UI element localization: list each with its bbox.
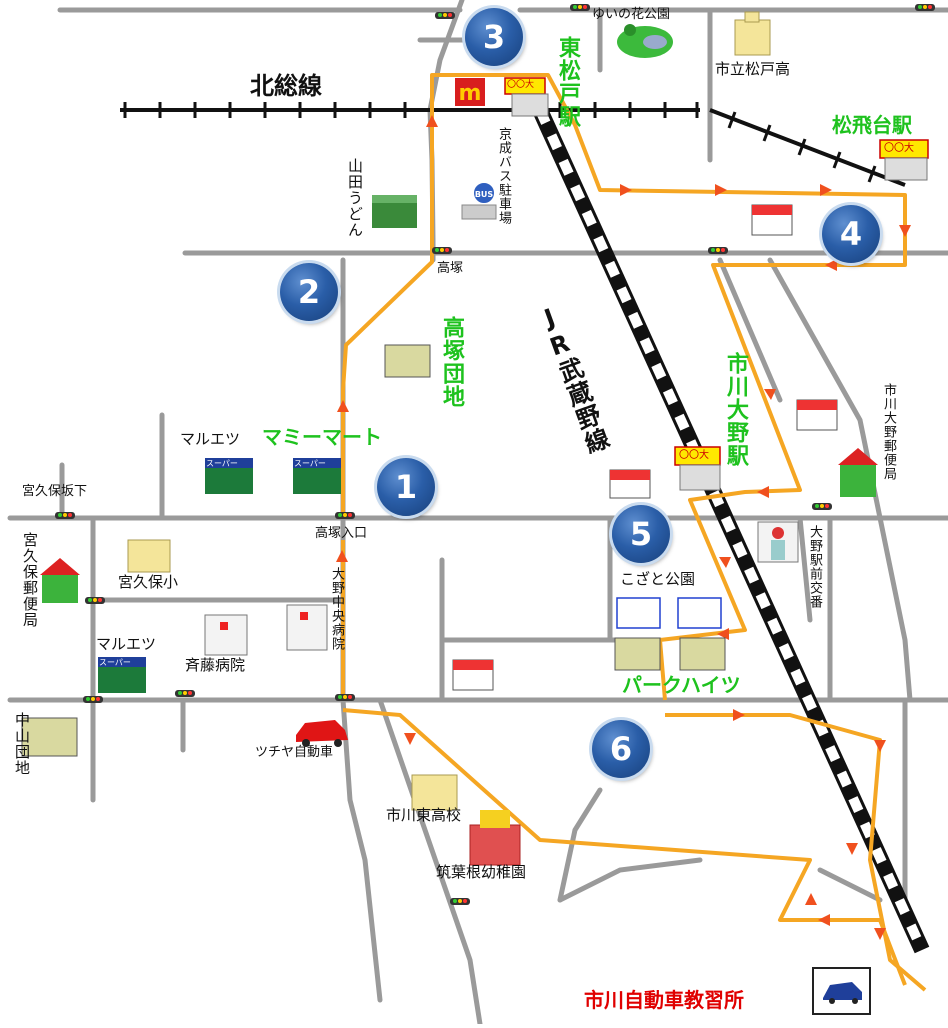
park-plot	[616, 597, 661, 629]
nakayama-danchi-label: 中山団地	[13, 712, 31, 776]
higashi-high-label: 市川東高校	[386, 806, 462, 824]
maruetsu-label: マルエツ	[180, 430, 241, 448]
traffic-light-icon	[450, 898, 470, 905]
super-sign: スーパー	[206, 459, 238, 468]
hokuso-line	[120, 102, 906, 187]
higashi-matsudo-station-label: 東松戸駅	[555, 36, 580, 128]
svg-text:BUS: BUS	[475, 190, 494, 199]
driving-school-car-icon	[812, 967, 871, 1015]
takatsuka-danchi-label: 高塚団地	[439, 316, 464, 408]
takatsuka-label: 高塚	[437, 261, 464, 276]
matsuhidai-station-icon	[879, 139, 929, 181]
matsudo-high-label: 市立松戸高	[715, 60, 791, 78]
traffic-light-icon	[915, 4, 935, 11]
koban-icon	[757, 521, 799, 563]
supermarket-icon	[98, 458, 341, 693]
mcdonalds-icon: m	[455, 78, 485, 106]
traffic-light-icon	[85, 597, 105, 604]
park-heights-label: パークハイツ	[622, 673, 741, 697]
route-point-4: 4	[822, 205, 880, 263]
traffic-light-icon	[335, 512, 355, 519]
traffic-lights	[55, 4, 935, 905]
apartment-icon	[21, 344, 726, 757]
traffic-light-icon	[708, 247, 728, 254]
route-point-2: 2	[280, 263, 338, 321]
station-sign: 〇〇大	[507, 80, 535, 90]
route-point-5: 5	[612, 505, 670, 563]
route-arrows	[336, 115, 911, 940]
ono-post-label: 市川大野郵便局	[881, 383, 896, 481]
matsuhidai-station-label: 松飛台駅	[832, 113, 912, 137]
svg-text:m: m	[459, 81, 482, 106]
kindergarten-label: 筑葉根幼稚園	[436, 863, 527, 881]
takatsuka-iriguchi-label: 高塚入口	[315, 526, 368, 541]
saito-hospital-label: 斉藤病院	[185, 656, 246, 674]
traffic-light-icon	[83, 696, 103, 703]
ono-chuo-hospital-label: 大野中央病院	[329, 567, 344, 651]
yuinohana-park-label: ゆいの花公園	[592, 7, 671, 22]
traffic-light-icon	[432, 247, 452, 254]
traffic-light-icon	[570, 4, 590, 11]
miyakubo-sakashita-label: 宮久保坂下	[22, 484, 88, 499]
mammy-mart-label: マミーマート	[262, 425, 382, 449]
park-icon	[617, 24, 673, 58]
traffic-light-icon	[175, 690, 195, 697]
hokuso-line-label: 北総線	[250, 72, 322, 100]
traffic-light-icon	[435, 12, 455, 19]
ono-koban-label: 大野駅前交番	[807, 525, 822, 609]
udon-shop-icon	[372, 195, 417, 228]
kindergarten-icon	[469, 810, 521, 866]
park-plot	[677, 597, 722, 629]
driving-school-label: 市川自動車教習所	[584, 988, 744, 1012]
yamada-udon-label: 山田うどん	[346, 158, 364, 238]
super-sign: スーパー	[99, 658, 131, 667]
road-network	[7, 0, 948, 1027]
kozato-park-label: こざと公園	[620, 570, 696, 588]
ichikawa-ono-station-label: 市川大野駅	[723, 352, 748, 467]
traffic-light-icon	[812, 503, 832, 510]
station-sign: 〇〇大	[884, 143, 914, 154]
school-icon	[127, 539, 458, 811]
keisei-bus-label: 京成バス駐車場	[496, 127, 511, 225]
tsuchiya-auto-label: ツチヤ自動車	[255, 745, 334, 760]
bus-stop-icon: BUS	[461, 181, 497, 220]
miyakubo-elem-label: 宮久保小	[118, 573, 179, 591]
route-point-6: 6	[592, 720, 650, 778]
post-office-icon	[40, 448, 878, 603]
convenience-store-icon	[452, 204, 838, 691]
route-point-1: 1	[377, 458, 435, 516]
super-sign: スーパー	[294, 459, 326, 468]
maruetsu-2-label: マルエツ	[96, 635, 157, 653]
traffic-light-icon	[335, 694, 355, 701]
traffic-light-icon	[55, 512, 75, 519]
ichikawa-ono-station-icon	[674, 446, 721, 491]
higashi-matsudo-station-icon	[504, 77, 549, 117]
driving-route	[341, 73, 927, 992]
station-sign: 〇〇大	[679, 450, 709, 461]
school-icon	[734, 11, 771, 56]
hospital-icon	[204, 604, 328, 656]
car-icon	[296, 720, 348, 747]
miyakubo-post-label: 宮久保郵便局	[21, 532, 39, 628]
route-point-3: 3	[465, 8, 523, 66]
jr-musashino-line	[532, 106, 930, 954]
